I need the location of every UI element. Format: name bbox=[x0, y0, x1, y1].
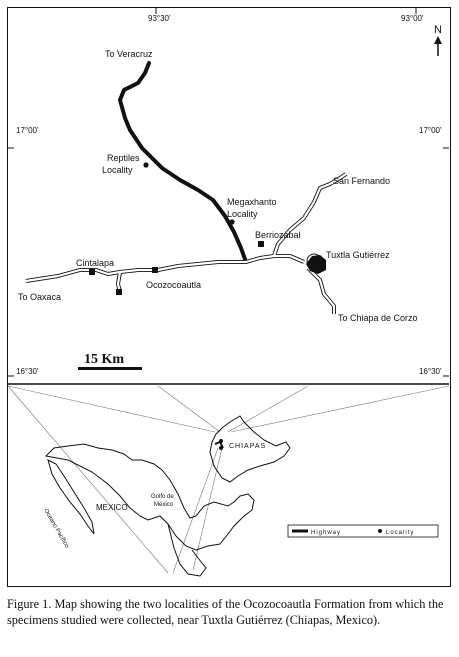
highway-network-inner bbox=[25, 173, 347, 314]
legend: Highway Locality bbox=[287, 524, 439, 538]
baja-california-outline bbox=[47, 459, 95, 535]
coord-top-left: 93°30' bbox=[148, 14, 171, 23]
label-berriozabal: Berriozabal bbox=[255, 230, 301, 240]
legend-locality-label: Locality bbox=[386, 530, 414, 536]
cintalapa-marker bbox=[89, 269, 95, 275]
map-frame: 93°30' 93°00' 17°00' 17°00' 16°30' 16°30… bbox=[7, 7, 451, 587]
label-golfo-2: México bbox=[154, 502, 174, 508]
label-reptiles-2: Locality bbox=[102, 165, 133, 175]
label-megaxhanto-1: Megaxhanto bbox=[227, 197, 277, 207]
label-cintalapa: Cintalapa bbox=[76, 258, 114, 268]
coord-right-upper: 17°00' bbox=[419, 126, 442, 135]
inset-leader-lines bbox=[7, 385, 450, 574]
scale-bar-label: 15 Km bbox=[84, 352, 124, 367]
legend-locality-swatch bbox=[378, 529, 382, 533]
road-to-veracruz bbox=[118, 61, 248, 264]
coord-left-lower: 16°30' bbox=[16, 367, 39, 376]
coord-left-upper: 17°00' bbox=[16, 126, 39, 135]
berriozabal-marker bbox=[258, 241, 264, 247]
inset-locality-dot bbox=[219, 439, 223, 443]
ocozocoautla-marker bbox=[152, 267, 158, 273]
figure-caption: Figure 1. Map showing the two localities… bbox=[7, 597, 444, 627]
reptiles-locality-dot bbox=[143, 162, 149, 168]
label-oceano: Oceano Pacífico bbox=[42, 508, 70, 550]
north-arrow-icon bbox=[434, 36, 442, 56]
coord-right-lower: 16°30' bbox=[419, 367, 442, 376]
label-reptiles-1: Reptiles bbox=[107, 153, 140, 163]
label-ocozocoautla: Ocozocoautla bbox=[146, 280, 201, 290]
label-to-veracruz: To Veracruz bbox=[105, 49, 153, 59]
town-marker bbox=[116, 289, 122, 295]
label-mexico: MEXICO bbox=[96, 503, 128, 512]
north-label: N bbox=[434, 24, 442, 36]
map-svg: 93°30' 93°00' 17°00' 17°00' 16°30' 16°30… bbox=[7, 8, 450, 577]
chiapas-outline bbox=[209, 415, 291, 483]
label-to-oaxaca: To Oaxaca bbox=[18, 292, 61, 302]
label-golfo-1: Golfo de bbox=[151, 494, 174, 500]
legend-highway-label: Highway bbox=[311, 530, 341, 536]
isthmus-outline bbox=[167, 523, 207, 577]
label-chiapas: CHIAPAS bbox=[229, 443, 266, 450]
scale-bar bbox=[78, 367, 142, 370]
label-san-fernando: San Fernando bbox=[333, 176, 390, 186]
inset-locality-dot-2 bbox=[219, 446, 223, 450]
label-to-chiapa: To Chiapa de Corzo bbox=[338, 313, 418, 323]
label-tuxtla: Tuxtla Gutiérrez bbox=[326, 250, 390, 260]
coord-top-right: 93°00' bbox=[401, 14, 424, 23]
mexico-outline bbox=[44, 443, 255, 551]
tuxtla-ring bbox=[306, 253, 322, 269]
megaxhanto-locality-dot bbox=[229, 219, 235, 225]
highway-network bbox=[25, 172, 348, 314]
label-megaxhanto-2: Locality bbox=[227, 209, 258, 219]
